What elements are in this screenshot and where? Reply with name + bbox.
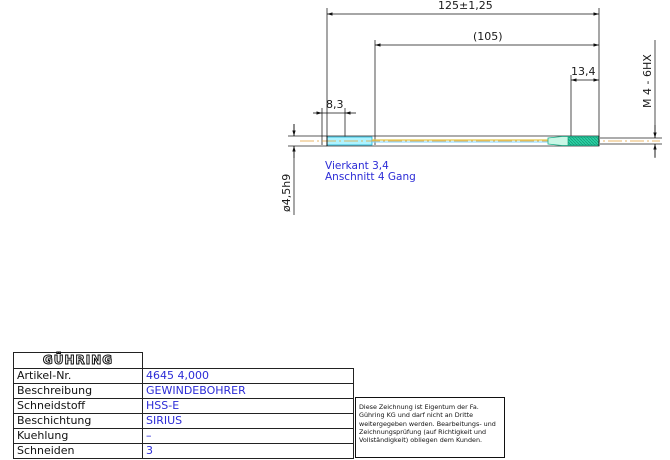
title-block-logo-row: GÜHRING (13, 352, 354, 369)
thread-length-label: 13,4 (571, 65, 596, 78)
row-label: Kuehlung (13, 428, 143, 444)
row-value: 4645 4,000 (142, 368, 354, 384)
row-label: Beschreibung (13, 383, 143, 399)
title-block: GÜHRING Artikel-Nr. 4645 4,000 Beschreib… (13, 352, 354, 459)
tap-tool-body (300, 135, 660, 147)
row-label: Artikel-Nr. (13, 368, 143, 384)
table-row: Artikel-Nr. 4645 4,000 (13, 368, 354, 384)
table-row: Schneidstoff HSS-E (13, 398, 354, 414)
dimension-lines (292, 12, 657, 158)
table-row: Kuehlung – (13, 428, 354, 444)
row-value: SIRIUS (142, 413, 354, 429)
square-length-label: 8,3 (326, 98, 344, 111)
row-label: Schneidstoff (13, 398, 143, 414)
table-row: Schneiden 3 (13, 443, 354, 459)
note-square: Vierkant 3,4 (325, 160, 389, 172)
table-row: Beschreibung GEWINDEBOHRER (13, 383, 354, 399)
overall-length-label: 125±1,25 (438, 0, 493, 12)
table-row: Beschichtung SIRIUS (13, 413, 354, 429)
row-value: GEWINDEBOHRER (142, 383, 354, 399)
row-value: – (142, 428, 354, 444)
row-label: Schneiden (13, 443, 143, 459)
row-value: 3 (142, 443, 354, 459)
note-chamfer: Anschnitt 4 Gang (325, 171, 416, 183)
guehring-logo: GÜHRING (42, 353, 114, 368)
shank-length-label: (105) (473, 30, 503, 43)
logo-spacer (142, 352, 354, 369)
logo-cell: GÜHRING (13, 352, 143, 369)
thread-size-label: M 4 - 6HX (641, 54, 654, 108)
row-value: HSS-E (142, 398, 354, 414)
row-label: Beschichtung (13, 413, 143, 429)
ownership-notice: Diese Zeichnung ist Eigentum der Fa. Güh… (355, 397, 505, 458)
shank-diameter-label: ø4,5h9 (280, 174, 293, 212)
